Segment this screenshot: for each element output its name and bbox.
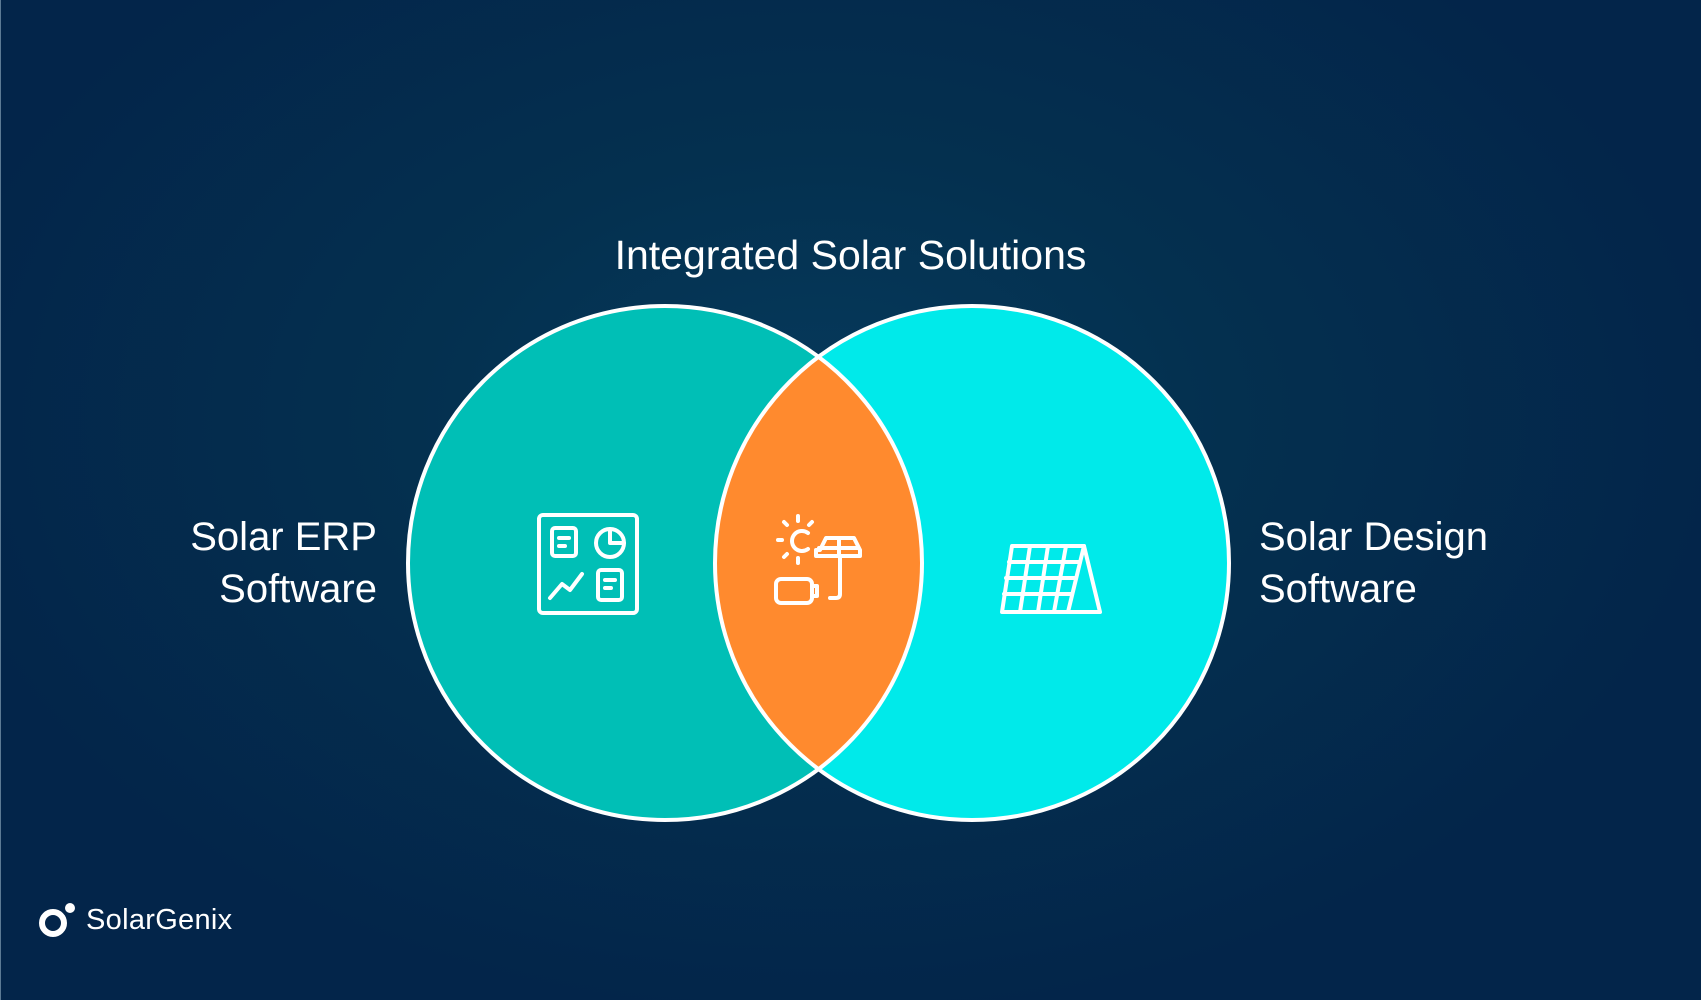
brand-logo: SolarGenix [38, 902, 232, 938]
label-solar-design: Solar Design Software [1259, 511, 1488, 615]
left-circle-outline [406, 304, 924, 822]
label-solar-erp: Solar ERP Software [190, 511, 377, 615]
label-solar-design-line2: Software [1259, 567, 1417, 611]
right-circle-outline [713, 304, 1231, 822]
label-solar-erp-line2: Software [219, 567, 377, 611]
brand-name: SolarGenix [86, 903, 233, 936]
logo-ring-icon [39, 903, 75, 937]
left-edge-border [0, 0, 1, 1000]
label-solar-design-line1: Solar Design [1259, 515, 1489, 559]
label-solar-erp-line1: Solar ERP [190, 515, 377, 559]
diagram-title: Integrated Solar Solutions [614, 232, 1087, 278]
solar-panel-icon [1000, 544, 1102, 614]
intersection-region [715, 306, 922, 820]
solar-system-icon [774, 514, 862, 605]
dashboard-icon [537, 513, 639, 615]
